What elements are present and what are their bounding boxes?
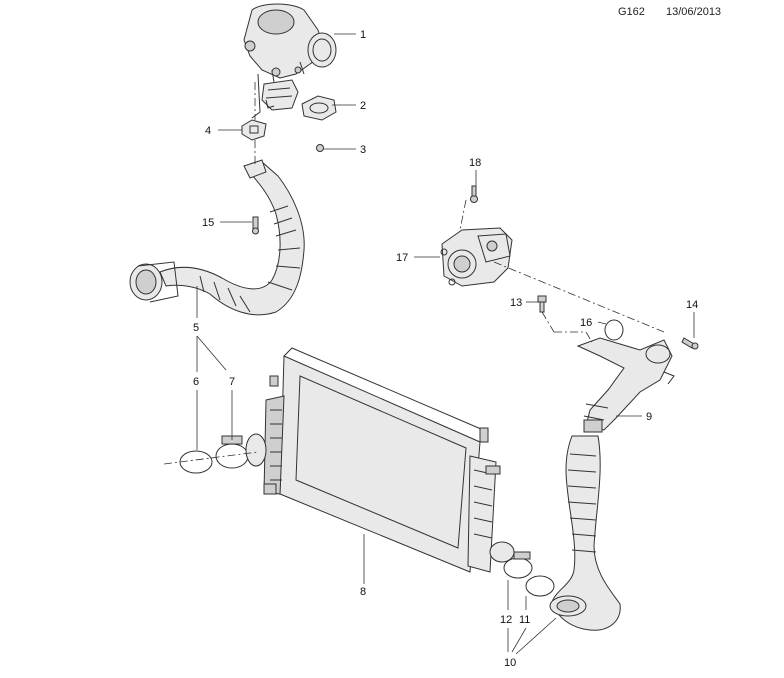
callout-13: 13 — [510, 297, 522, 309]
part-charge-hose-5 — [129, 159, 305, 316]
part-oring-6 — [179, 450, 213, 474]
callout-labels: 1 2 3 4 5 6 7 8 9 10 11 12 13 14 15 16 1… — [193, 29, 698, 669]
callout-10: 10 — [504, 657, 516, 669]
callout-17: 17 — [396, 252, 408, 264]
part-bolt-15 — [252, 216, 259, 235]
callout-7: 7 — [229, 376, 235, 388]
part-seal-16 — [604, 319, 624, 341]
callout-11: 11 — [519, 614, 530, 626]
callout-12: 12 — [500, 614, 512, 626]
part-throttle-body-17 — [440, 227, 513, 287]
part-clamp-12 — [503, 551, 533, 579]
part-turbocharger — [243, 3, 337, 119]
part-screw-18 — [470, 185, 478, 203]
part-oring-11 — [525, 575, 555, 597]
diagram-date: 13/06/2013 — [666, 6, 722, 18]
callout-18: 18 — [469, 157, 481, 169]
part-bolt-13 — [537, 295, 547, 313]
callout-9: 9 — [646, 411, 652, 423]
leader-lines — [196, 33, 695, 655]
callout-5: 5 — [193, 322, 199, 334]
part-gasket-4 — [241, 119, 267, 141]
callout-2: 2 — [360, 100, 366, 112]
diagram-code: G162 — [618, 6, 645, 18]
part-gasket-2 — [301, 95, 337, 121]
callout-16: 16 — [580, 317, 592, 329]
part-intercooler-8 — [245, 347, 515, 573]
part-charge-pipe-9 — [576, 337, 675, 433]
callout-4: 4 — [205, 125, 211, 137]
assembly-lines — [163, 82, 665, 465]
callout-3: 3 — [360, 144, 366, 156]
part-charge-hose-10 — [549, 435, 621, 631]
part-nut-3 — [316, 144, 324, 152]
callout-14: 14 — [686, 299, 698, 311]
callout-15: 15 — [202, 217, 214, 229]
part-clamp-7 — [215, 435, 249, 469]
callout-8: 8 — [360, 586, 366, 598]
callout-1: 1 — [360, 29, 366, 41]
part-bolt-14 — [681, 337, 699, 350]
callout-6: 6 — [193, 376, 199, 388]
